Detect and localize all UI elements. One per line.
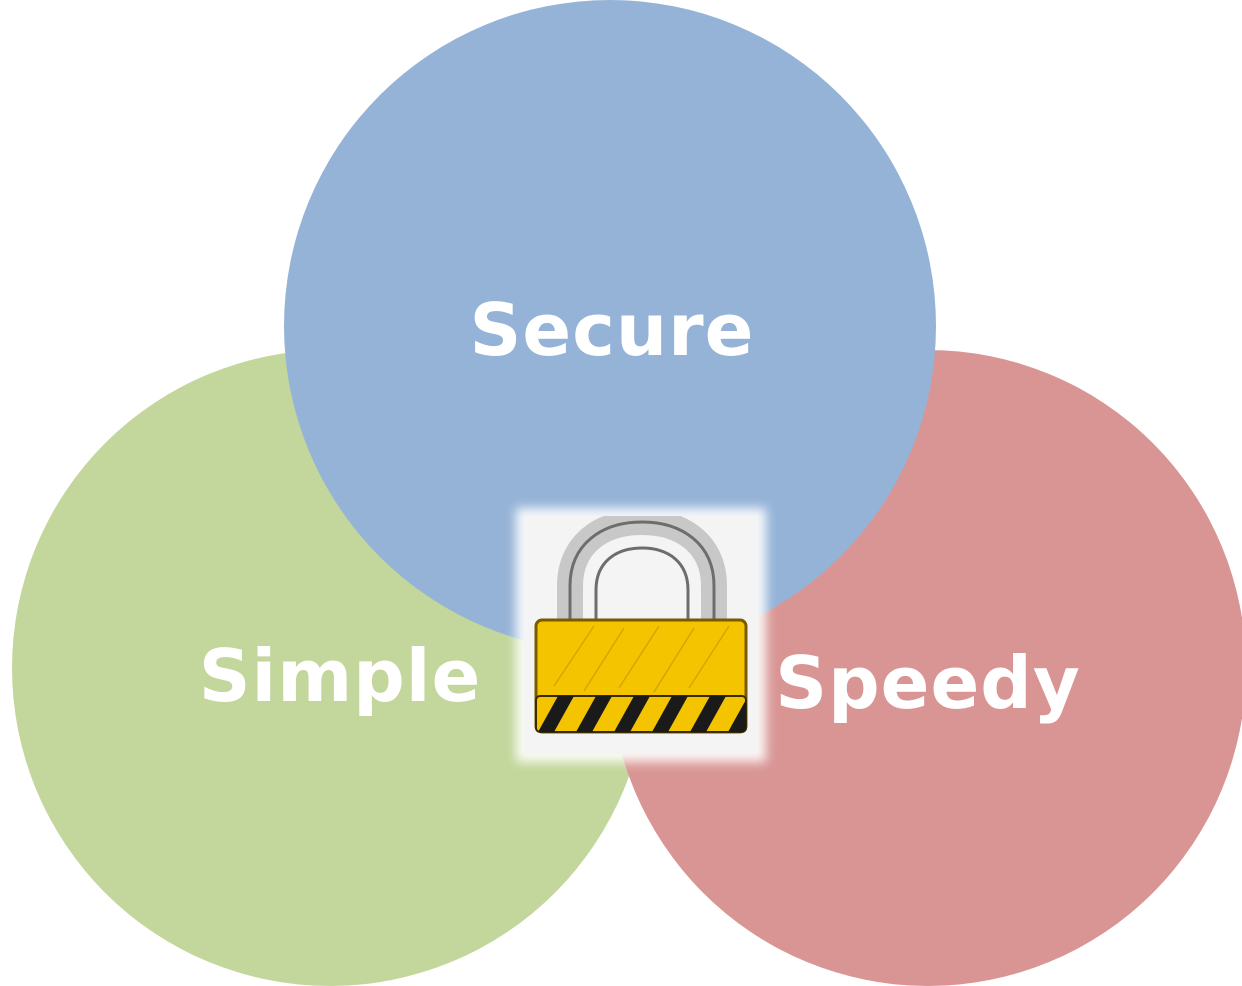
secure-label: Secure: [469, 288, 755, 372]
padlock-image: [524, 508, 758, 754]
padlock-icon: [534, 508, 748, 734]
secure-circle: [284, 0, 936, 652]
speedy-label: Speedy: [775, 641, 1081, 725]
hazard-stripes: [538, 696, 746, 732]
simple-label: Simple: [198, 634, 482, 718]
